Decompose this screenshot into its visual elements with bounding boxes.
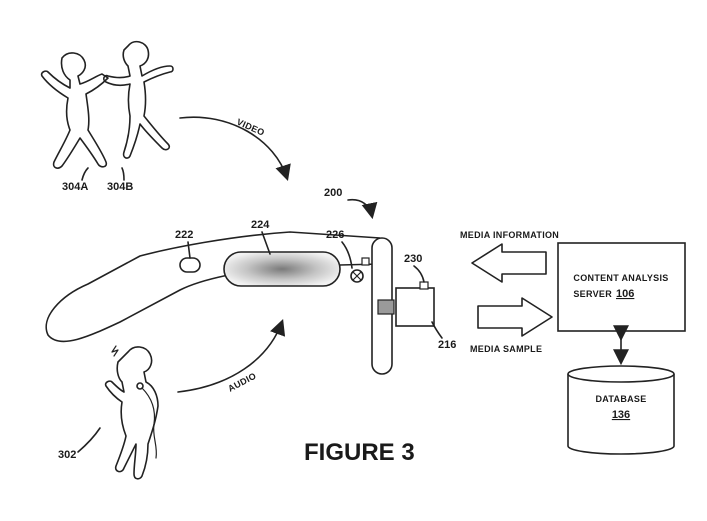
ref-304a-leader: [81, 167, 89, 181]
server-label-line2: Server: [573, 289, 612, 299]
database-cylinder: [567, 365, 675, 455]
ref-304b-label: 304B: [107, 181, 133, 193]
glasses-device: [45, 231, 435, 375]
ref-216-label: 216: [438, 339, 456, 351]
singer-figure: [104, 345, 159, 480]
media-sample-label: Media Sample: [470, 344, 542, 354]
ref-200-leader: [347, 198, 378, 220]
ref-302-label: 302: [58, 449, 76, 461]
module-216: [395, 287, 435, 327]
hinge-block: [377, 299, 395, 315]
ref-224-leader: [261, 231, 271, 255]
server-label-line1: Content Analysis: [573, 273, 668, 283]
server-number: 106: [616, 288, 634, 300]
sensor-222: [179, 257, 201, 273]
ref-224-label: 224: [251, 219, 270, 231]
ref-226-leader: [341, 241, 353, 269]
media-sample-arrow: [477, 297, 553, 337]
indicator-square: [361, 257, 370, 266]
ref-222-leader: [187, 241, 191, 259]
camera-cross-icon: [352, 271, 362, 281]
ref-222-label: 222: [175, 229, 193, 241]
connector-230: [419, 281, 429, 290]
audio-arrow: [177, 318, 286, 393]
ref-200-label: 200: [324, 187, 342, 199]
ref-226-label: 226: [326, 229, 344, 241]
ref-230-label: 230: [404, 253, 422, 265]
ref-230-leader: [413, 265, 425, 283]
ref-302-leader: [77, 427, 101, 453]
database-label: Database: [595, 394, 646, 404]
database-number: 136: [612, 409, 630, 421]
video-arrow: [179, 116, 291, 182]
ref-304a-label: 304A: [62, 181, 88, 193]
content-analysis-server-box: [557, 242, 686, 332]
video-arrow-label: Video: [235, 117, 266, 138]
dancer-figure-left: [40, 52, 109, 169]
dancer-figure-right: [103, 40, 174, 159]
glasses-temple-arm: [45, 231, 381, 343]
ref-304b-leader: [121, 167, 125, 181]
figure-title: FIGURE 3: [304, 439, 415, 466]
display-lens-224: [223, 251, 341, 287]
media-information-label: Media Information: [460, 230, 559, 240]
audio-arrow-label: Audio: [226, 371, 258, 394]
ref-216-leader: [431, 321, 443, 339]
media-information-arrow: [471, 243, 547, 283]
